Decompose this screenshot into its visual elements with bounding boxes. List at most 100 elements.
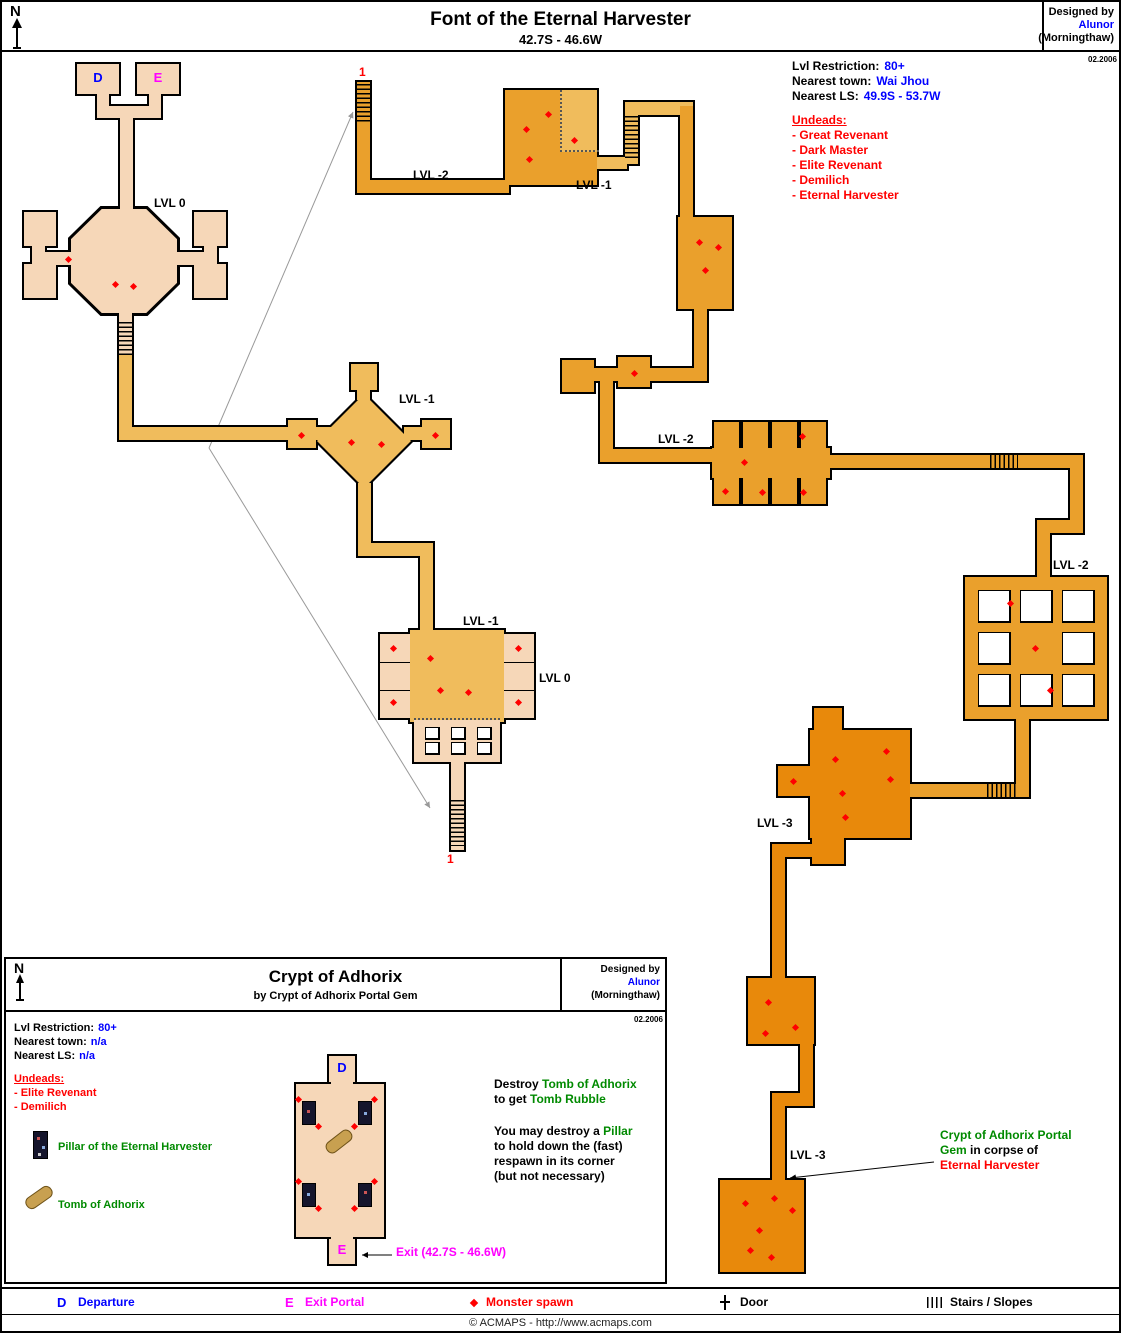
pillar-note-line3: respawn in its corner xyxy=(494,1154,615,1168)
map-room xyxy=(712,448,830,478)
annotation-line2-black: in corpse of xyxy=(970,1143,1039,1157)
map-pillar xyxy=(452,728,464,738)
departure-label: D xyxy=(93,70,103,85)
map-pillar xyxy=(1021,675,1051,705)
nearest-ls-label: Nearest LS: xyxy=(792,89,859,103)
map-date: 02.2006 xyxy=(1088,55,1117,64)
map-room xyxy=(1037,520,1050,580)
cell-divider xyxy=(504,662,534,663)
map-pillar xyxy=(1063,591,1093,621)
map-room xyxy=(597,157,627,169)
copyright-footer: © ACMAPS - http://www.acmaps.com xyxy=(2,1314,1119,1331)
inset-north-arrow-icon xyxy=(16,974,24,1001)
map-pillar xyxy=(426,743,438,753)
map-pillar xyxy=(979,675,1009,705)
exit-coordinates-note: Exit (42.7S - 46.6W) xyxy=(396,1245,507,1259)
inset-header-divider xyxy=(560,959,562,1010)
portal-gem-annotation: Crypt of Adhorix Portal Gem in corpse of… xyxy=(940,1128,1072,1173)
annotation-line1: Crypt of Adhorix Portal xyxy=(940,1128,1072,1142)
designer-name: Alunor xyxy=(1078,19,1114,31)
destroy-note-reward: Tomb Rubble xyxy=(530,1092,606,1106)
stairs-slope-icon xyxy=(987,784,1017,797)
map-room xyxy=(137,64,179,94)
map-room xyxy=(24,212,56,246)
level-label: LVL 0 xyxy=(539,671,571,685)
map-room xyxy=(814,708,842,732)
level-label: LVL -1 xyxy=(399,392,435,406)
north-arrow-icon xyxy=(12,18,22,49)
map-room xyxy=(714,422,739,450)
map-room xyxy=(562,360,594,392)
stairs-slope-icon xyxy=(119,322,132,356)
map-room xyxy=(678,217,732,309)
inset-map-crypt-of-adhorix: N Crypt of Adhorix by Crypt of Adhorix P… xyxy=(4,957,667,1284)
crypt-pillar xyxy=(358,1183,372,1207)
map-pillar xyxy=(478,728,490,738)
map-room xyxy=(119,427,299,440)
level-label: LVL 0 xyxy=(154,196,186,210)
inset-designer-world: (Morningthaw) xyxy=(591,990,660,1001)
legend-exit-label: Exit Portal xyxy=(305,1295,365,1309)
level-label: LVL -3 xyxy=(790,1148,826,1162)
map-room xyxy=(600,377,613,462)
map-legend-bar: D Departure E Exit Portal Monster spawn … xyxy=(2,1287,1119,1314)
inset-lvl-restriction-value: 80+ xyxy=(98,1022,117,1034)
inset-header: N Crypt of Adhorix by Crypt of Adhorix P… xyxy=(6,959,665,1012)
map-room xyxy=(194,212,226,246)
map-room xyxy=(357,180,509,193)
crypt-pillar xyxy=(358,1101,372,1125)
undead-item: - Demilich xyxy=(792,173,850,187)
destroy-note-prefix: Destroy xyxy=(494,1077,543,1091)
map-room xyxy=(772,1093,785,1183)
inset-compass-label: N xyxy=(14,960,25,976)
dungeon-info-block: Lvl Restriction:80+ Nearest town:Wai Jho… xyxy=(792,59,940,203)
tomb-icon xyxy=(22,1183,56,1212)
level-boundary-dotted xyxy=(414,718,500,720)
nearest-town-label: Nearest town: xyxy=(792,74,872,88)
lvl-restriction-value: 80+ xyxy=(884,59,905,73)
level-label: LVL -1 xyxy=(463,614,499,628)
undeads-title: Undeads: xyxy=(792,113,847,127)
monster-spawn-icon xyxy=(469,1298,479,1308)
inset-map-date: 02.2006 xyxy=(634,1015,663,1024)
tomb-legend-label: Tomb of Adhorix xyxy=(58,1199,145,1211)
legend-stairs-label: Stairs / Slopes xyxy=(950,1295,1033,1309)
pillar-icon xyxy=(33,1131,48,1159)
stairs-slope-icon xyxy=(990,455,1018,468)
inset-lvl-restriction-label: Lvl Restriction: xyxy=(14,1022,95,1034)
inset-nearest-town-label: Nearest town: xyxy=(14,1036,87,1048)
inset-nearest-ls-label: Nearest LS: xyxy=(14,1050,76,1062)
map-pillar xyxy=(979,633,1009,663)
map-room xyxy=(194,264,226,298)
pillar-note-line1-green: Pillar xyxy=(603,1124,633,1138)
map-room xyxy=(748,978,814,1044)
level-label: LVL -2 xyxy=(413,168,449,182)
inset-nearest-ls-value: n/a xyxy=(79,1050,96,1062)
legend-door-label: Door xyxy=(740,1295,768,1309)
pillar-note-line2: to hold down the (fast) xyxy=(494,1139,623,1153)
map-room-octagon xyxy=(71,209,177,313)
map-room xyxy=(800,1042,813,1106)
stairs-slope-icon xyxy=(357,84,370,122)
page-coordinates: 42.7S - 46.6W xyxy=(518,32,603,47)
map-room xyxy=(560,90,597,152)
crypt-pillar xyxy=(302,1101,316,1125)
exit-pointer-line xyxy=(362,1252,392,1258)
map-room xyxy=(772,422,797,450)
map-room xyxy=(694,307,707,381)
map-room xyxy=(174,252,208,265)
map-room xyxy=(1016,717,1029,797)
annotation-line2-green: Gem xyxy=(940,1143,971,1157)
lvl-restriction-label: Lvl Restriction: xyxy=(792,59,880,73)
map-pillar xyxy=(1021,591,1051,621)
undead-item: - Dark Master xyxy=(792,143,869,157)
inset-title: Crypt of Adhorix xyxy=(268,967,403,986)
inset-designed-by-label: Designed by xyxy=(600,964,660,975)
connection-marker: 1 xyxy=(359,65,366,79)
map-pillar xyxy=(426,728,438,738)
pillar-note-line1: You may destroy a xyxy=(494,1124,604,1138)
connection-marker: 1 xyxy=(447,852,454,866)
cell-divider xyxy=(380,662,410,663)
legend-departure-key: D xyxy=(57,1295,67,1310)
map-room xyxy=(32,242,45,268)
